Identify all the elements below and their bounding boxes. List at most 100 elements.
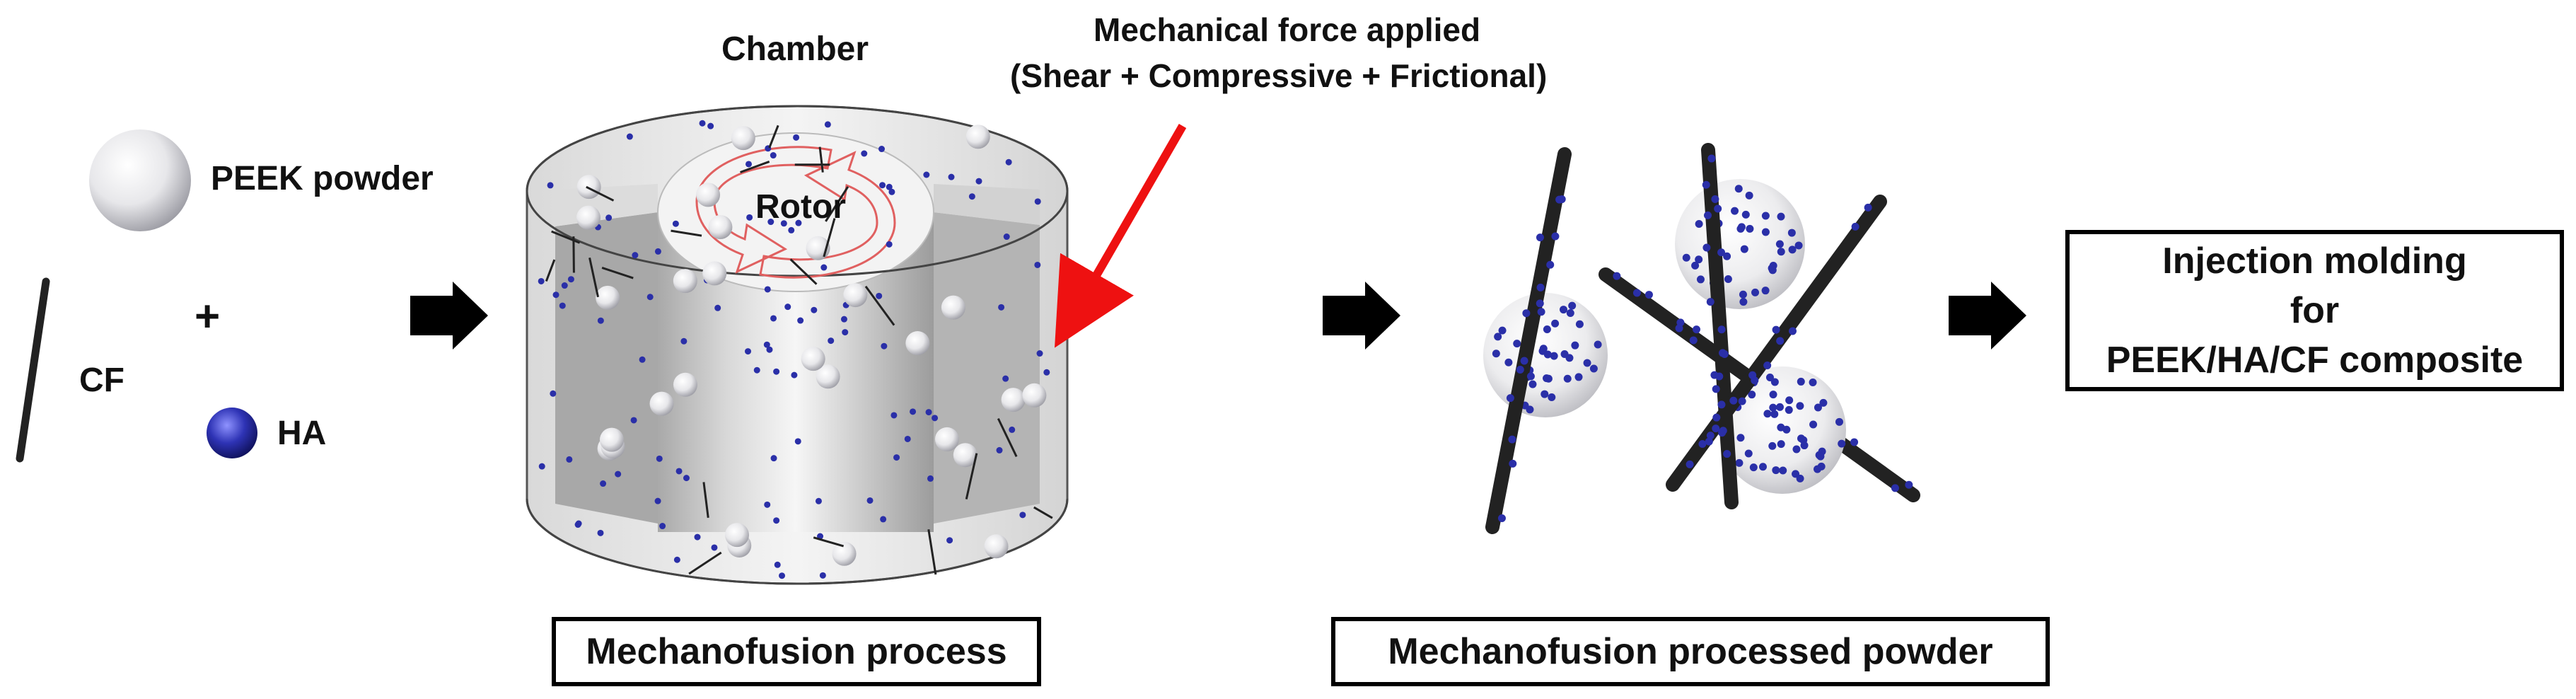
peek-particle [576,205,601,230]
force-arrow [1055,124,1187,348]
ha-dot [1550,352,1558,360]
injection-molding-line-1: Injection molding [2162,241,2467,282]
ha-dot [1676,318,1685,327]
peek-particle [702,261,727,286]
ha-dot [1765,373,1774,381]
ha-dot [680,337,687,345]
ha-dot [764,286,771,293]
ha-dot [886,241,893,248]
carbon-fiber-piece [601,267,634,279]
ha-dot [1539,345,1548,353]
ha-dot [888,188,895,195]
ha-dot [1686,460,1694,468]
carbon-fiber-piece [740,161,770,173]
carbon-fiber-piece [813,536,845,548]
ha-dot [1702,243,1711,252]
injection-molding-line-3: PEEK/HA/CF composite [2106,340,2524,381]
peek-particle [965,125,990,149]
ha-dot [1734,185,1743,193]
ha-dot [1751,288,1760,296]
arrow-legend-to-chamber [410,282,488,350]
ha-dot [1723,450,1731,458]
ha-dot [861,150,868,157]
peek-particle [696,183,721,207]
ha-dot [1797,434,1805,443]
ha-dot [1589,364,1598,373]
peek-particle [1022,383,1047,408]
ha-dot [1729,396,1738,405]
ha-dot [1002,375,1009,382]
injection-molding-box: Injection molding for PEEK/HA/CF composi… [2065,230,2564,391]
ha-dot [1541,390,1549,398]
ha-dot [567,276,574,283]
peek-particle [953,443,977,468]
mechanofusion-process-box: Mechanofusion process [552,617,1041,686]
rotor-blade-left [555,212,658,524]
ha-dot [788,226,795,233]
ha-dot [1034,198,1041,205]
ha-dot [1772,466,1780,475]
ha-dot [1706,432,1715,440]
ha-dot [1506,394,1514,403]
ha-dot [1574,373,1583,381]
ha-dot [1498,326,1507,335]
ha-dot [1809,378,1817,386]
ha-dot [1737,223,1746,231]
ha-dot [1744,449,1753,458]
ha-dot [1566,309,1574,318]
ha-dot [1551,232,1560,241]
ha-dot [946,537,953,544]
ha-dot [683,475,690,482]
ha-dot [1800,441,1809,450]
ha-dot [1520,357,1528,365]
ha-dot [878,146,886,153]
ha-dot [784,304,791,311]
ha-dot [1528,380,1537,388]
mechanofusion-process-label: Mechanofusion process [586,631,1007,672]
ha-dot [1693,325,1701,334]
peek-particle [673,269,697,294]
ha-dot [707,122,714,129]
ha-dot [1695,219,1703,228]
ha-dot [1644,291,1653,299]
ha-dot [1731,207,1739,215]
carbon-fiber-piece [688,551,722,575]
ha-dot [615,470,622,478]
chamber-top-rim [526,105,1069,277]
ha-dot [820,264,828,271]
ha-dot [1691,261,1700,270]
ha-dot [1763,361,1772,369]
ha-dot [1792,445,1801,454]
ha-dot [880,516,887,523]
ha-dot [1559,306,1567,314]
ha-dot [1715,372,1724,381]
ha-dot [626,133,633,140]
ha-dot [1522,309,1531,318]
carbon-fiber-piece [671,229,702,237]
rotor-rotation-arrow-left [695,146,832,274]
ha-dot [1516,365,1524,374]
ha-dot [876,292,883,299]
ha-dot [1705,437,1713,446]
peek-particle-icon [89,129,191,231]
peek-particle [984,534,1009,559]
ha-dot [881,342,888,350]
ha-dot [746,214,753,221]
ha-dot [1785,405,1793,414]
ha-dot [1776,337,1785,345]
ha-dot [886,183,893,190]
carbon-fiber-piece [586,185,615,202]
chamber-label: Chamber [721,30,869,68]
ha-dot [630,417,637,424]
ha-dot [904,435,911,442]
ha-dot [1711,195,1719,203]
carbon-fiber-piece [825,186,849,222]
ha-dot [1738,397,1746,405]
ha-dot [879,182,886,189]
ha-dot [1575,320,1584,328]
ha-dot [998,304,1005,311]
rotor-label: Rotor [755,188,846,226]
ha-dot [597,317,604,324]
ha-dot [1543,350,1552,359]
